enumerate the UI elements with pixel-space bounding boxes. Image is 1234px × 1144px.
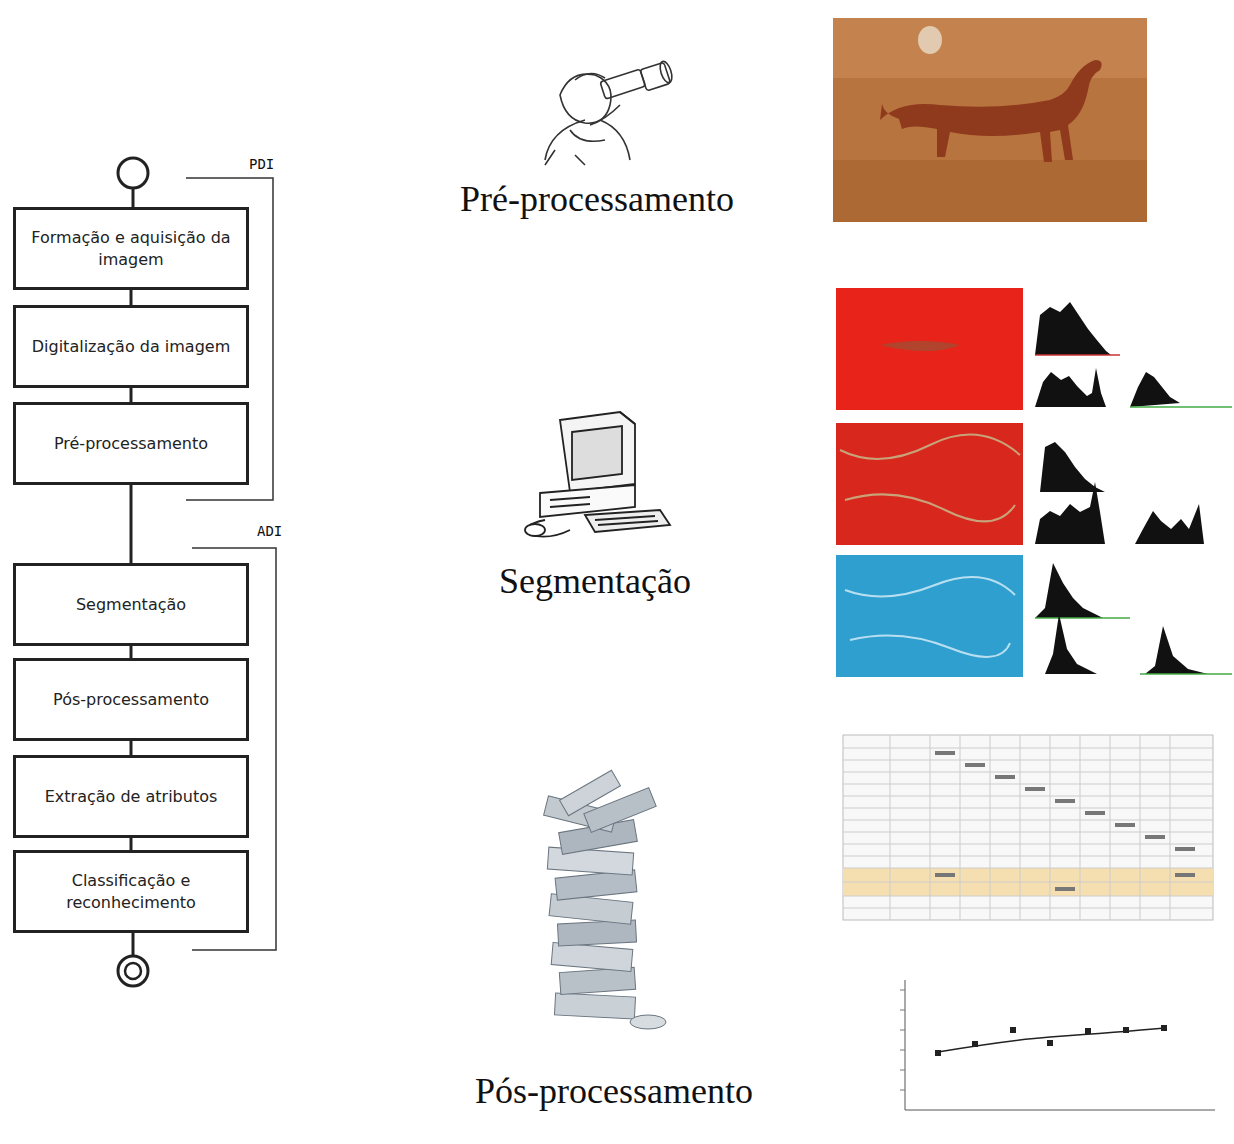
box-text: Pós-processamento — [53, 689, 209, 711]
box-text: Extração de atributos — [45, 786, 218, 808]
process-box: Digitalização da imagem — [13, 305, 249, 388]
stage-title: Segmentação — [499, 560, 691, 602]
flow-line — [130, 388, 133, 402]
stage-title: Pré-processamento — [460, 178, 734, 220]
books-icon — [544, 770, 666, 1029]
box-text: Digitalização da imagem — [32, 336, 230, 358]
flow-line — [130, 646, 133, 658]
computer-icon — [525, 412, 670, 537]
spreadsheet — [843, 735, 1213, 920]
box-text: Segmentação — [76, 594, 186, 616]
process-box: Extração de atributos — [13, 755, 249, 838]
process-box: Segmentação — [13, 563, 249, 646]
process-box: Classificação e reconhecimento — [13, 850, 249, 933]
flow-line — [132, 188, 135, 207]
flow-line — [130, 485, 133, 563]
process-box: Formação e aquisição da imagem — [13, 207, 249, 290]
cave-painting — [833, 18, 1147, 222]
process-box: Pré-processamento — [13, 402, 249, 485]
box-text: Classificação e reconhecimento — [24, 870, 238, 913]
process-box: Pós-processamento — [13, 658, 249, 741]
start-circle — [118, 158, 148, 188]
flow-line — [130, 290, 133, 305]
end-circle — [125, 963, 141, 979]
end-circle — [118, 956, 148, 986]
group-label: ADI — [257, 523, 282, 539]
segmentation-images — [836, 288, 1023, 677]
histograms — [1035, 302, 1232, 674]
box-text: Formação e aquisição da imagem — [24, 227, 238, 270]
flow-line — [130, 838, 133, 850]
flow-line — [130, 741, 133, 755]
box-text: Pré-processamento — [54, 433, 208, 455]
flow-line — [132, 933, 135, 956]
photographer-icon — [545, 60, 674, 165]
line-chart — [900, 980, 1215, 1110]
group-label: PDI — [249, 156, 274, 172]
stage-title: Pós-processamento — [475, 1070, 753, 1112]
